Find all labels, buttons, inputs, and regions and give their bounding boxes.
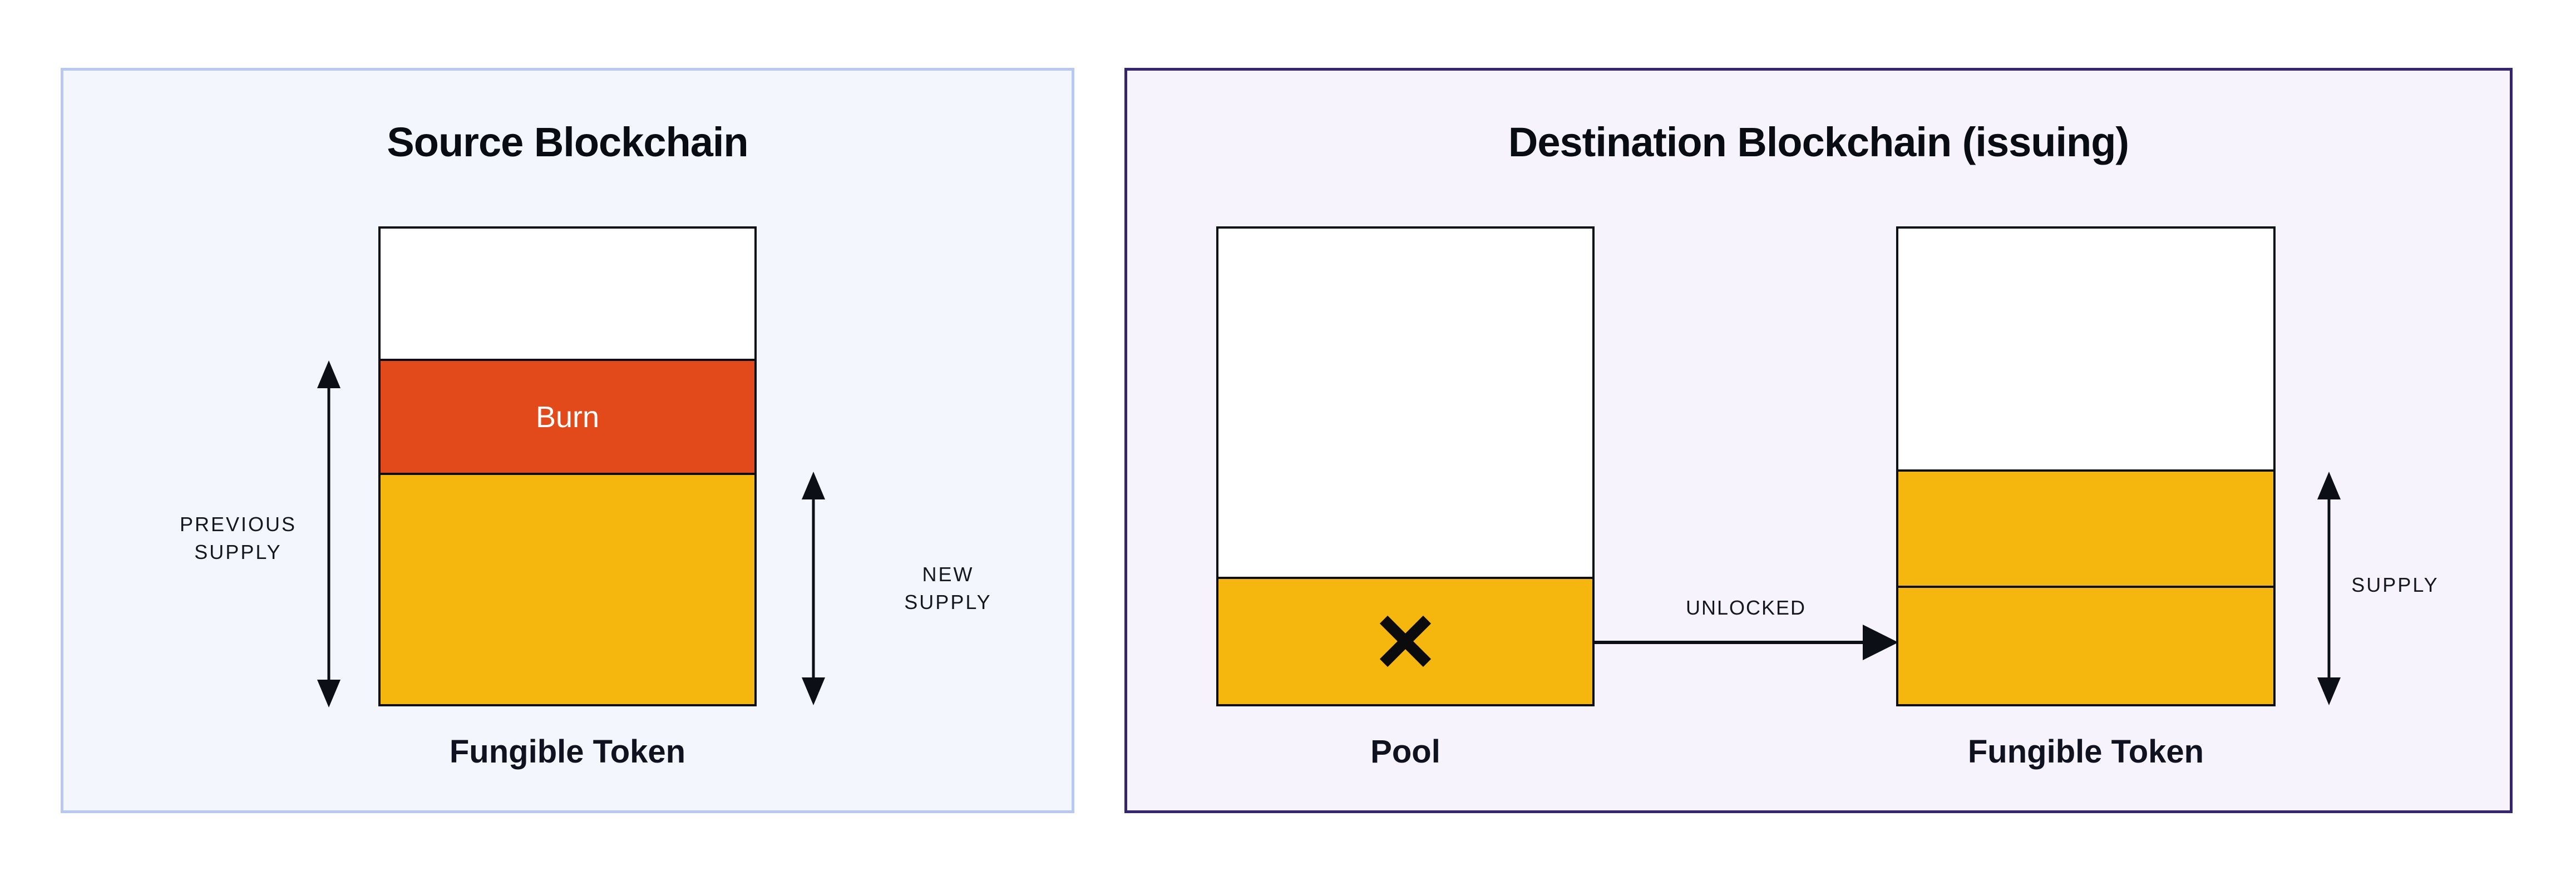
previous-supply-label-line2: SUPPLY <box>194 541 282 563</box>
x-mark-icon <box>1379 616 1432 667</box>
pool-bar-removed-segment <box>1218 576 1592 704</box>
destination-bar-existing-supply-segment <box>1898 469 2273 586</box>
source-bar-burn-segment: Burn <box>381 359 754 473</box>
destination-bar-caption: Fungible Token <box>1967 734 2204 770</box>
destination-bar-unlocked-supply-segment <box>1898 586 2273 704</box>
burn-label: Burn <box>535 400 600 434</box>
pool-bar-caption: Pool <box>1370 734 1440 770</box>
destination-token-bar <box>1896 226 2276 706</box>
new-supply-label-line2: SUPPLY <box>904 591 992 613</box>
source-blockchain-panel: Source Blockchain Burn Fungible Token PR… <box>61 68 1074 813</box>
unlocked-arrow-right-icon <box>1595 625 1898 660</box>
source-bar-empty-segment <box>381 229 754 359</box>
pool-bar <box>1216 226 1595 706</box>
supply-label: SUPPLY <box>2351 573 2439 596</box>
new-supply-label-line1: NEW <box>922 563 974 586</box>
source-bar-caption: Fungible Token <box>449 734 686 770</box>
new-supply-label: NEW SUPPLY <box>837 561 1059 616</box>
source-bar-new-supply-segment <box>381 473 754 704</box>
unlocked-label: UNLOCKED <box>1685 596 1807 619</box>
previous-supply-label: PREVIOUS SUPPLY <box>127 511 349 566</box>
source-panel-title: Source Blockchain <box>387 119 748 165</box>
previous-supply-label-line1: PREVIOUS <box>179 513 297 536</box>
destination-blockchain-panel: Destination Blockchain (issuing) Pool UN… <box>1124 68 2513 813</box>
previous-supply-double-arrow-vertical-icon <box>317 360 340 707</box>
new-supply-double-arrow-vertical-icon <box>802 472 825 705</box>
supply-double-arrow-vertical-icon <box>2317 472 2341 705</box>
pool-bar-empty-segment <box>1218 229 1592 577</box>
destination-panel-title: Destination Blockchain (issuing) <box>1508 119 2129 165</box>
source-token-bar: Burn <box>378 226 757 706</box>
destination-bar-empty-segment <box>1898 229 2273 469</box>
